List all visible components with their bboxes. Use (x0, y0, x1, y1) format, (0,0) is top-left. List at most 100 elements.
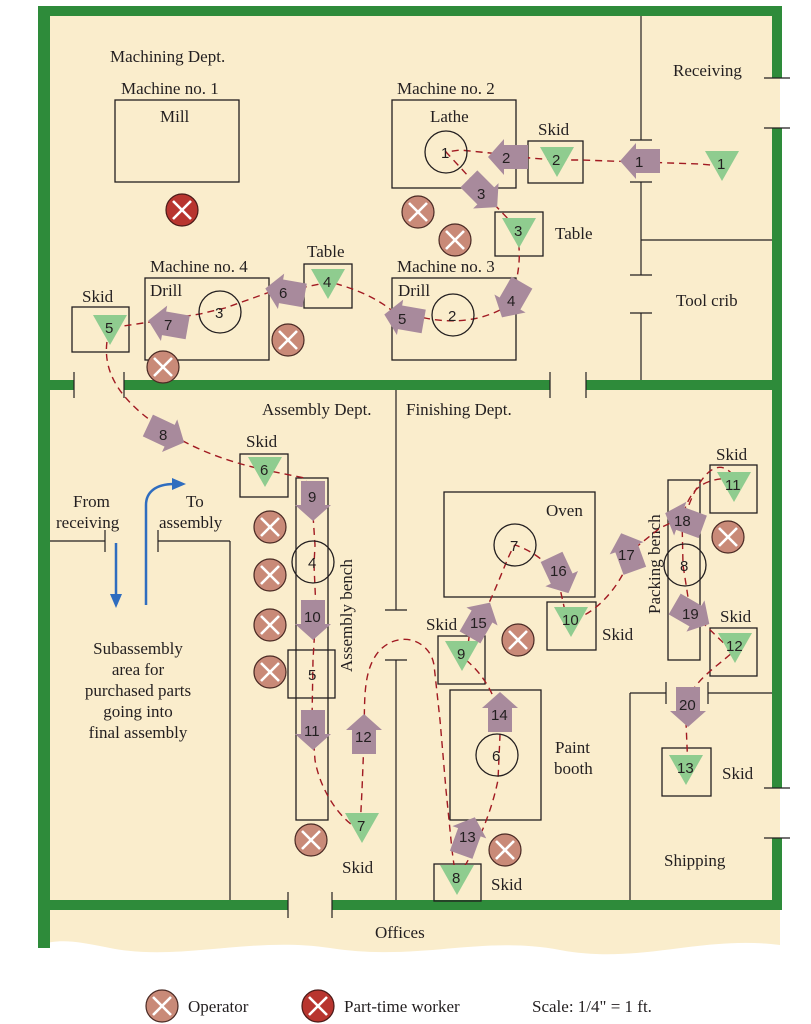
move-13-label: 13 (459, 829, 476, 846)
operator-assembly-3 (252, 607, 288, 643)
operator-assembly-4 (252, 654, 288, 690)
operator-assembly-5 (293, 822, 329, 858)
to-assembly-arrow (144, 482, 175, 605)
svg-text:3: 3 (514, 223, 522, 240)
move-10-label: 10 (304, 609, 321, 626)
legend-operator-label: Operator (188, 997, 249, 1016)
svg-text:4: 4 (323, 274, 331, 291)
move-1-label: 1 (635, 154, 643, 171)
operation-7-circle (493, 523, 537, 567)
svg-text:13: 13 (677, 760, 694, 777)
storage-3: 3 (502, 218, 536, 248)
svg-text:12: 12 (726, 638, 743, 655)
machine-4-box (144, 277, 270, 361)
move-19-label: 19 (682, 606, 699, 623)
move-14-label: 14 (491, 707, 508, 724)
storage-triangles: 1 2 3 4 5 6 7 8 9 10 11 12 13 (93, 147, 752, 895)
move-18-label: 18 (674, 513, 691, 530)
to-assembly-label-2: assembly (159, 513, 223, 532)
from-receiving-label-2: receiving (56, 513, 120, 532)
move-15-label: 15 (470, 615, 487, 632)
machine-2-box (391, 99, 517, 189)
skid-8-box (433, 863, 482, 902)
machining-dept-label: Machining Dept. (110, 47, 225, 66)
paint-booth-label-1: Paint (555, 738, 590, 757)
legend-scale-label: Scale: 1/4" = 1 ft. (532, 997, 652, 1016)
skid-6-label: Skid (246, 432, 278, 451)
move-17-label: 17 (618, 547, 635, 564)
svg-text:2: 2 (552, 152, 560, 169)
operation-2-number: 2 (448, 308, 456, 325)
wall-mid-3 (586, 380, 780, 390)
skid-12-box (709, 627, 758, 677)
machine-2-title: Machine no. 2 (397, 79, 495, 98)
svg-text:going into: going into (103, 702, 172, 721)
packing-bench-label: Packing bench (645, 514, 664, 614)
operator-paint (487, 832, 523, 868)
storage-7: 7 (345, 813, 379, 843)
move-arrows: 1 2 3 4 5 6 7 8 9 10 11 12 13 14 15 16 1… (142, 139, 710, 859)
skid-8-label: Skid (491, 875, 523, 894)
storage-9: 9 (445, 641, 479, 671)
operation-2-circle (431, 293, 475, 337)
move-5-label: 5 (398, 311, 406, 328)
floor-area (40, 8, 780, 955)
part-time-worker-1 (164, 192, 200, 228)
skid-12-label: Skid (720, 607, 752, 626)
move-16-label: 16 (550, 563, 567, 580)
skid-6-box (239, 453, 289, 498)
operator-assembly-1 (252, 509, 288, 545)
operator-4a (270, 322, 306, 358)
paint-booth-label-2: booth (554, 759, 593, 778)
legend: Operator Part-time worker Scale: 1/4" = … (144, 988, 652, 1024)
svg-text:7: 7 (357, 818, 365, 835)
storage-2: 2 (540, 147, 574, 177)
wall-right-1 (772, 6, 782, 78)
assembly-bench-station-5 (287, 649, 336, 699)
wall-right-2 (772, 128, 782, 788)
finishing-dept-label: Finishing Dept. (406, 400, 512, 419)
from-receiving-arrowhead (110, 594, 122, 608)
skid-10-box (546, 601, 597, 651)
machine-1-title: Machine no. 1 (121, 79, 219, 98)
operation-circles: 1 2 3 4 5 6 7 8 (198, 130, 707, 777)
wall-mid-2 (124, 380, 550, 390)
assembly-bench (295, 477, 329, 821)
svg-text:final assembly: final assembly (89, 723, 188, 742)
wall-right-3 (772, 838, 782, 910)
storage-8: 8 (440, 865, 474, 895)
wall-mid-1 (40, 380, 74, 390)
operator-4b (145, 349, 181, 385)
svg-text:Subassembly: Subassembly (93, 639, 183, 658)
paint-booth-box (449, 689, 542, 821)
machine-1-box (114, 99, 240, 183)
operator-2b (437, 222, 473, 258)
operation-7-number: 7 (510, 538, 518, 555)
subassembly-area-label: Subassembly area for purchased parts goi… (85, 639, 191, 742)
move-11-label: 11 (304, 723, 320, 740)
svg-text:5: 5 (105, 320, 113, 337)
skid-10-label: Skid (602, 625, 634, 644)
operation-1-circle (424, 130, 468, 174)
wall-top (40, 6, 780, 16)
to-assembly-arrowhead (172, 478, 186, 490)
tool-crib-label: Tool crib (676, 291, 738, 310)
move-12-label: 12 (355, 729, 372, 746)
wall-bottom-1 (40, 900, 288, 910)
svg-text:6: 6 (260, 462, 268, 479)
svg-text:area for: area for (112, 660, 165, 679)
offices-label: Offices (375, 923, 425, 942)
machine-3-type: Drill (398, 281, 430, 300)
assembly-bench-label: Assembly bench (337, 559, 356, 672)
operation-1-number: 1 (441, 145, 449, 162)
operation-5-number: 5 (308, 667, 316, 684)
svg-text:1: 1 (717, 156, 725, 173)
skid-9-box (437, 635, 486, 685)
operator-assembly-2 (252, 557, 288, 593)
move-6-label: 6 (279, 285, 287, 302)
oven-box (443, 491, 596, 598)
wall-left (38, 6, 50, 948)
skid-7-label: Skid (342, 858, 374, 877)
to-assembly-label-1: To (186, 492, 204, 511)
